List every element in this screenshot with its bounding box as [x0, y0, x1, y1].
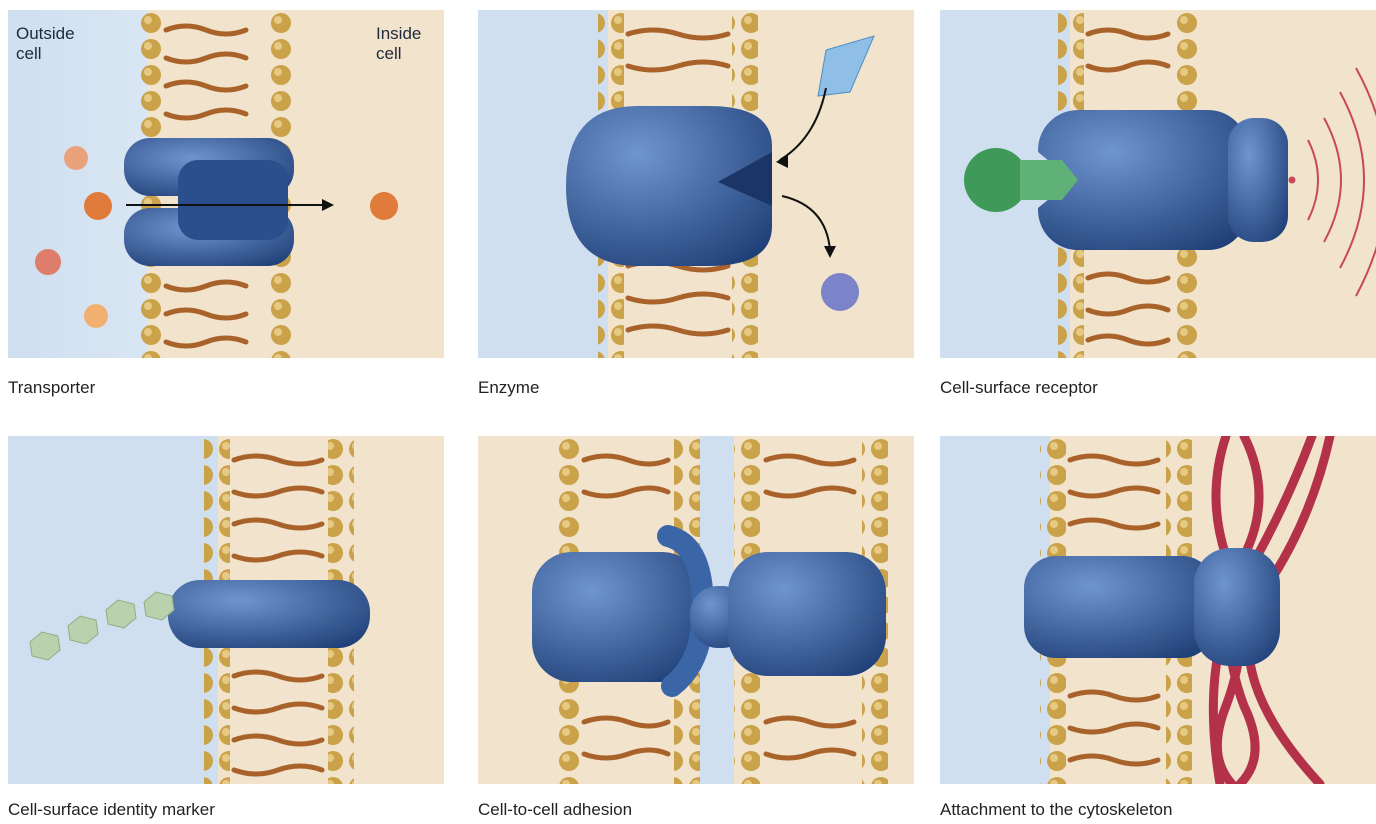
outside-label-line2: cell — [16, 44, 75, 64]
enzyme-illustration — [478, 10, 914, 358]
identity-marker-panel — [8, 436, 444, 784]
receptor-illustration — [940, 10, 1376, 358]
product-molecule — [821, 273, 859, 311]
cytoskeleton-illustration — [940, 436, 1376, 784]
adhesion-protein-left — [532, 536, 703, 686]
caption-adhesion: Cell-to-cell adhesion — [478, 800, 632, 820]
enzyme-panel — [478, 10, 914, 358]
outside-cell-label: Outside cell — [16, 24, 75, 64]
identity-glycoprotein — [168, 580, 370, 648]
inside-label-line1: Inside — [376, 24, 421, 44]
inside-label-line2: cell — [376, 44, 421, 64]
caption-cytoskeleton: Attachment to the cytoskeleton — [940, 800, 1172, 820]
adhesion-panel — [478, 436, 914, 784]
caption-receptor: Cell-surface receptor — [940, 378, 1098, 398]
enzyme-protein — [566, 106, 772, 266]
caption-transporter: Transporter — [8, 378, 95, 398]
inside-cell-label: Inside cell — [376, 24, 421, 64]
identity-marker-illustration — [8, 436, 444, 784]
caption-identity-marker: Cell-surface identity marker — [8, 800, 215, 820]
outside-label-line1: Outside — [16, 24, 75, 44]
receptor-panel — [940, 10, 1376, 358]
caption-enzyme: Enzyme — [478, 378, 539, 398]
cytoskeleton-panel — [940, 436, 1376, 784]
adhesion-illustration — [478, 436, 914, 784]
anchoring-protein — [1024, 548, 1280, 666]
